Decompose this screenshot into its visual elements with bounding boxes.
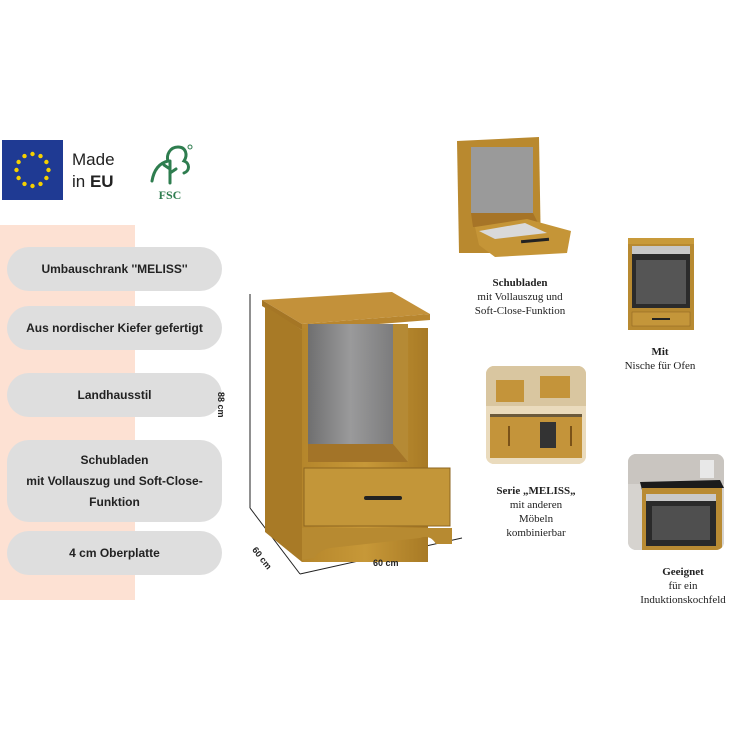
oven-niche-photo: [626, 236, 696, 332]
series-caption: Serie „MELISS„ mit anderen Möbeln kombin…: [496, 485, 576, 539]
fsc-logo-icon: FSC: [146, 143, 194, 202]
induction-caption: Geeignet für ein Induktionskochfeld: [640, 566, 726, 606]
made-in-eu-label: Made in EU: [72, 149, 115, 193]
feature-pill: 4 cm Oberplatte: [7, 531, 222, 575]
eu-flag-icon: [2, 140, 63, 200]
drawer-photo: [455, 135, 575, 265]
kitchen-series-photo: [486, 366, 586, 464]
feature-pill: Aus nordischer Kiefer gefertigt: [7, 306, 222, 350]
fsc-text: FSC: [158, 188, 182, 202]
width-dimension-label: 60 cm: [373, 558, 399, 568]
drawer-caption: Schubladen mit Vollauszug und Soft-Close…: [474, 277, 566, 317]
induction-photo: [628, 454, 724, 550]
feature-pill: Landhausstil: [7, 373, 222, 417]
made-line2: in EU: [72, 172, 114, 191]
feature-pill: Umbauschrank ''MELISS'': [7, 247, 222, 291]
cabinet-illustration: [240, 282, 470, 582]
made-line1: Made: [72, 150, 115, 169]
height-dimension-label: 88 cm: [216, 392, 226, 418]
feature-pill: Schubladen mit Vollauszug und Soft-Close…: [7, 440, 222, 522]
niche-caption: Mit Nische für Ofen: [624, 346, 696, 372]
